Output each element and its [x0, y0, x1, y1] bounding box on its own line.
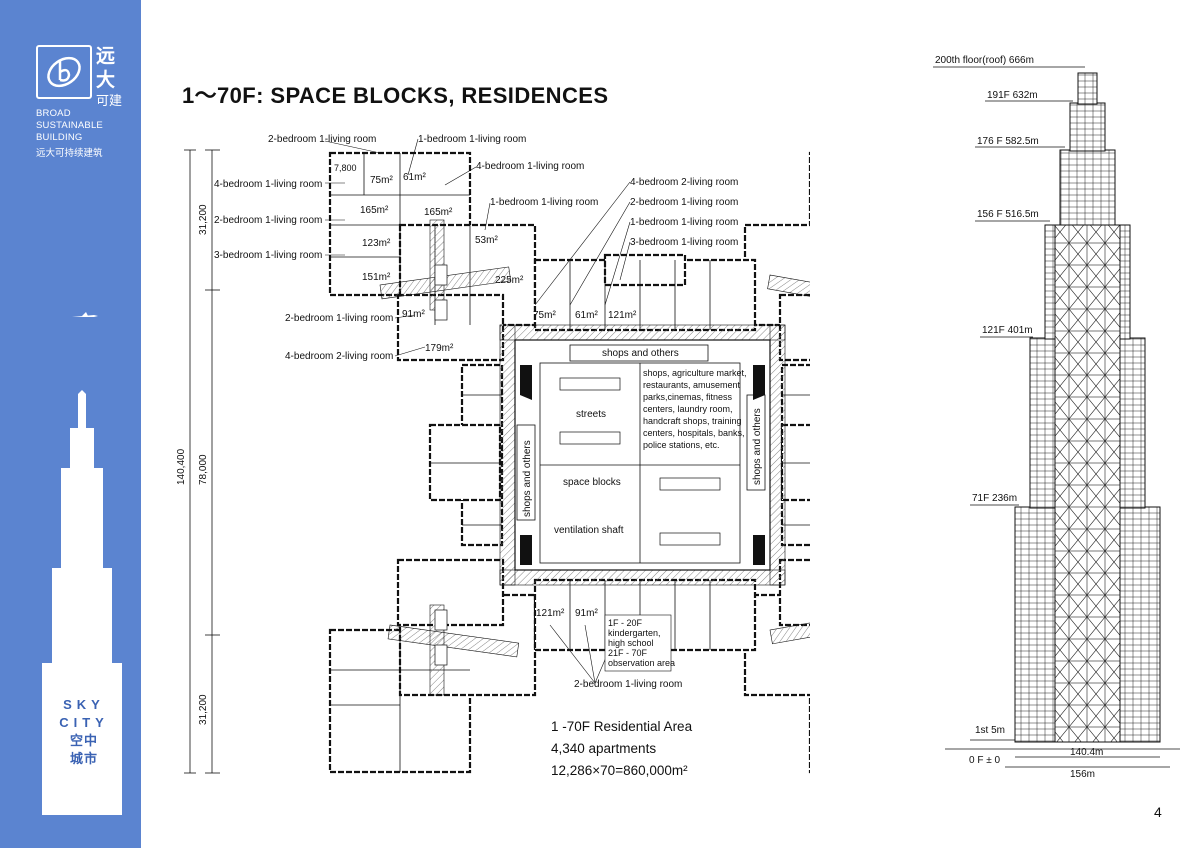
area-3: 165m² [360, 205, 389, 216]
kindergarten-text: 1F - 20F kindergarten, high school 21F -… [608, 618, 675, 668]
tower-elevation: 200th floor(roof) 666m 191F 632m 176 F 5… [933, 55, 1180, 780]
brand-chinese: 远大可持续建筑 [36, 148, 103, 159]
width-inner: 140.4m [1070, 747, 1103, 758]
dimension-lines [184, 149, 220, 774]
area-6: 123m² [362, 238, 391, 249]
label-top-3: 1-bedroom 1-living room [490, 197, 598, 208]
shops-top-label: shops and others [602, 348, 679, 359]
label-left-4: 3-bedroom 1-living room [214, 250, 322, 261]
area-14: 121m² [536, 608, 565, 619]
area-1: 75m² [370, 175, 393, 186]
kindergarten-line: observation area [608, 658, 675, 668]
tower-sections [1014, 72, 1161, 743]
stat-apartments: 4,340 apartments [551, 741, 657, 756]
tower-silhouette [42, 390, 122, 815]
label-top-6: 1-bedroom 1-living room [630, 217, 738, 228]
area-7: 151m² [362, 272, 391, 283]
label-left-5: 2-bedroom 1-living room [285, 313, 393, 324]
brand-line-3: BUILDING [36, 132, 83, 143]
sky-city-label: SKY CITY 空中 城市 [44, 696, 124, 768]
facility-line: parks,cinemas, fitness [643, 392, 733, 402]
floor-plan: 31,200 78,000 31,200 140,400 [176, 134, 810, 774]
label-top-5: 2-bedroom 1-living room [630, 197, 738, 208]
area-9: 91m² [402, 309, 425, 320]
area-4: 165m² [424, 207, 453, 218]
streets-label: streets [576, 409, 606, 420]
dim-7800: 7,800 [334, 163, 357, 173]
facilities-list: shops, agriculture market, restaurants, … [643, 368, 747, 450]
label-left-2: 4-bedroom 1-living room [214, 179, 322, 190]
kindergarten-line: high school [608, 638, 654, 648]
shops-top-box [569, 344, 709, 362]
page-title: 1～70F: SPACE BLOCKS, RESIDENCES [182, 83, 609, 108]
label-left-6: 4-bedroom 2-living room [285, 351, 393, 362]
level-121: 121F 401m [982, 325, 1033, 336]
area-11: 61m² [575, 310, 598, 321]
facility-line: shops, agriculture market, [643, 368, 747, 378]
area-8: 225m² [495, 275, 524, 286]
stat-total: 12,286×70=860,000m² [551, 763, 688, 778]
dim-bottom: 31,200 [198, 694, 209, 725]
central-atrium [514, 339, 771, 571]
sidebar: 远大 可建 BROAD SUSTAINABLE BUILDING 远大可持续建筑… [0, 0, 141, 848]
airplane-icon [72, 312, 98, 317]
label-top-2: 4-bedroom 1-living room [476, 161, 584, 172]
dim-mid: 78,000 [198, 454, 209, 485]
elevator-cores [434, 264, 721, 666]
level-0: 0 F ± 0 [969, 755, 1000, 766]
area-13: 179m² [425, 343, 454, 354]
space-blocks-label: space blocks [563, 477, 621, 488]
facility-line: restaurants, amusement [643, 380, 741, 390]
sky-city-line-1: SKY [63, 697, 105, 712]
label-top-7: 3-bedroom 1-living room [630, 237, 738, 248]
ventilation-shafts [520, 365, 765, 565]
facility-line: handcraft shops, training [643, 416, 742, 426]
page-number: 4 [1154, 804, 1162, 820]
area-5: 53m² [475, 235, 498, 246]
logo-mark [36, 45, 92, 99]
label-top-4: 4-bedroom 2-living room [630, 177, 738, 188]
kindergarten-line: 1F - 20F [608, 618, 643, 628]
brand-line-1: BROAD [36, 108, 71, 119]
logo-cn-main: 远大 [96, 46, 116, 91]
label-left-3: 2-bedroom 1-living room [214, 215, 322, 226]
room-partitions [330, 153, 810, 772]
area-15: 91m² [575, 608, 598, 619]
ventilation-label: ventilation shaft [554, 525, 624, 536]
kindergarten-box [604, 614, 672, 672]
area-10: 75m² [533, 310, 556, 321]
area-12: 121m² [608, 310, 637, 321]
facility-line: centers, hospitals, banks, [643, 428, 745, 438]
kindergarten-line: 21F - 70F [608, 648, 648, 658]
sky-city-line-4: 城市 [69, 751, 98, 766]
dim-top: 31,200 [198, 204, 209, 235]
label-bottom: 2-bedroom 1-living room [574, 679, 682, 690]
sky-city-line-3: 空中 [69, 733, 98, 748]
level-191: 191F 632m [987, 90, 1038, 101]
shops-right-label: shops and others [752, 408, 763, 485]
level-156: 156 F 516.5m [977, 209, 1039, 220]
level-lines [933, 66, 1180, 768]
area-2: 61m² [403, 172, 426, 183]
level-1st: 1st 5m [975, 725, 1005, 736]
logo-cn-sub: 可建 [96, 93, 123, 108]
label-top-1: 1-bedroom 1-living room [418, 134, 526, 145]
kindergarten-line: kindergarten, [608, 628, 661, 638]
facility-line: police stations, etc. [643, 440, 720, 450]
width-outer: 156m [1070, 769, 1095, 780]
brand-line-2: SUSTAINABLE [36, 120, 103, 131]
level-roof: 200th floor(roof) 666m [935, 55, 1034, 66]
dim-total: 140,400 [176, 448, 187, 485]
stat-area-title: 1 -70F Residential Area [551, 719, 693, 734]
facility-line: centers, laundry room, [643, 404, 733, 414]
level-176: 176 F 582.5m [977, 136, 1039, 147]
logo-chinese: 远大 可建 [96, 45, 130, 109]
label-left-1: 2-bedroom 1-living room [268, 134, 376, 145]
sky-city-line-2: CITY [59, 715, 109, 730]
shops-left-label: shops and others [522, 440, 533, 517]
brand-name: BROAD SUSTAINABLE BUILDING [36, 108, 103, 144]
level-71: 71F 236m [972, 493, 1017, 504]
